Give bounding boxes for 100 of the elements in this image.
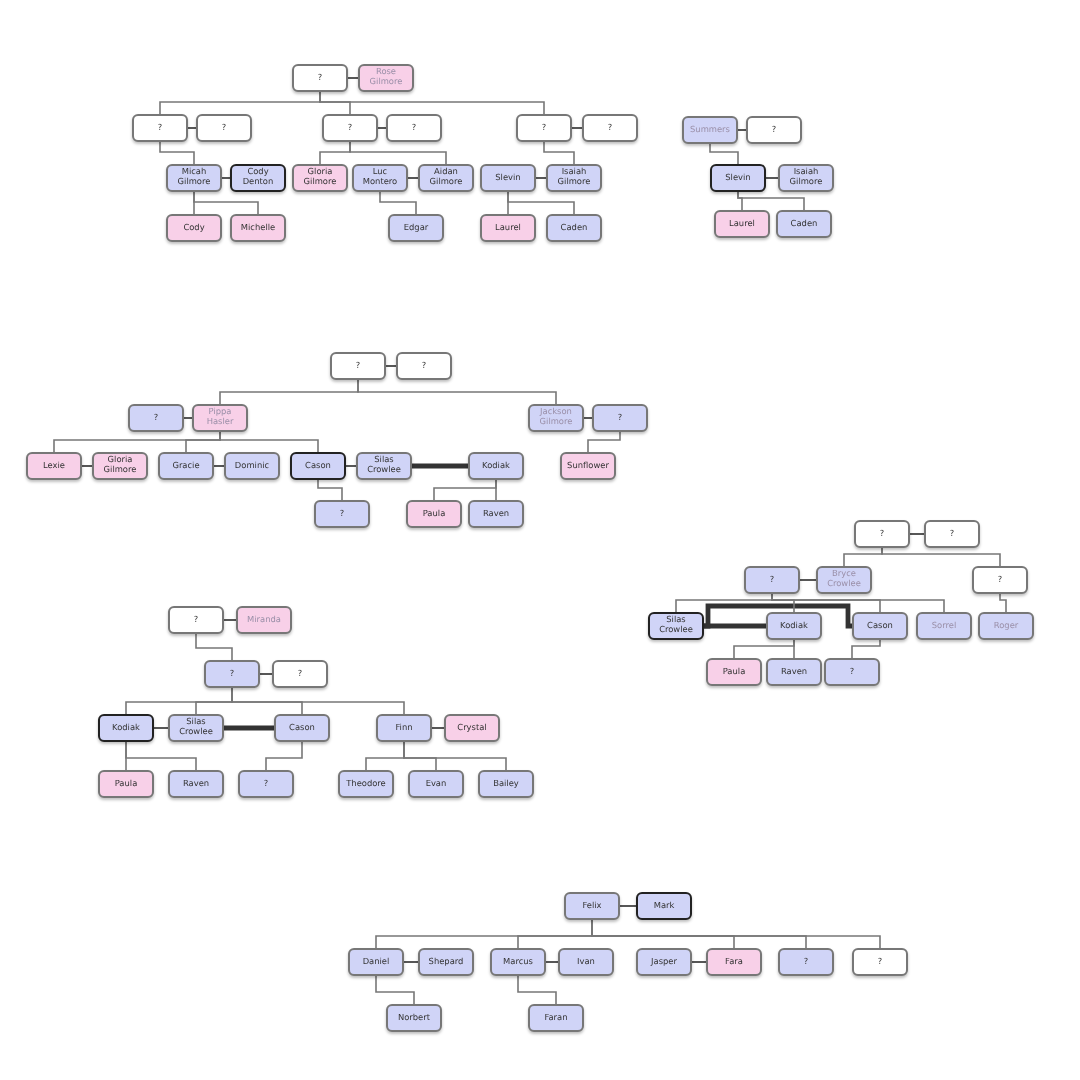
descent-line [213, 465, 225, 467]
descent-line [349, 141, 447, 165]
descent-line [407, 177, 419, 179]
person-box [158, 452, 214, 480]
person-box [706, 658, 762, 686]
person-box [292, 164, 348, 192]
person-box [168, 606, 224, 634]
person-box [710, 164, 766, 192]
person-box [766, 658, 822, 686]
descent-line [999, 593, 1007, 613]
person-box [778, 164, 834, 192]
person-box [468, 452, 524, 480]
person-box [558, 948, 614, 976]
person-box [816, 566, 872, 594]
descent-line [771, 593, 945, 613]
person-box [852, 948, 908, 976]
person-box [192, 404, 248, 432]
descent-line [571, 127, 583, 129]
descent-line [193, 191, 259, 215]
person-box [352, 164, 408, 192]
person-box [338, 770, 394, 798]
descent-line [909, 533, 925, 535]
person-box [480, 164, 536, 192]
descent-line [153, 727, 169, 729]
person-box [978, 612, 1034, 640]
partner-connector [224, 725, 274, 731]
person-box [386, 114, 442, 142]
person-box [480, 214, 536, 242]
person-box [418, 948, 474, 976]
person-box [916, 612, 972, 640]
descent-line [375, 975, 415, 1005]
person-box [406, 500, 462, 528]
descent-line [159, 141, 195, 165]
descent-line [709, 143, 739, 165]
descent-line [259, 673, 273, 675]
descent-line [345, 465, 357, 467]
descent-line [619, 905, 637, 907]
person-box [388, 214, 444, 242]
descent-line [799, 579, 817, 581]
person-box [204, 660, 260, 688]
descent-line [881, 547, 1001, 567]
person-box [128, 404, 184, 432]
descent-line [765, 177, 779, 179]
person-box [636, 892, 692, 920]
person-box [528, 1004, 584, 1032]
descent-line [737, 129, 747, 131]
person-box [330, 352, 386, 380]
descent-line [545, 961, 559, 963]
person-box [852, 612, 908, 640]
descent-line [591, 919, 881, 949]
person-box [238, 770, 294, 798]
descent-line [377, 127, 387, 129]
person-box [386, 1004, 442, 1032]
descent-line [431, 727, 445, 729]
person-box [98, 714, 154, 742]
person-box [560, 452, 616, 480]
descent-line [231, 687, 405, 715]
partner-connector [704, 603, 852, 629]
descent-line [183, 417, 193, 419]
descent-line [125, 741, 197, 771]
descent-line [347, 77, 359, 79]
person-box [92, 452, 148, 480]
person-box [546, 214, 602, 242]
person-box [706, 948, 762, 976]
person-box [274, 714, 330, 742]
person-box [26, 452, 82, 480]
person-box [924, 520, 980, 548]
descent-line [587, 431, 621, 453]
person-box [418, 164, 474, 192]
person-box [272, 660, 328, 688]
person-box [230, 164, 286, 192]
descent-line [317, 479, 343, 501]
descent-line [81, 465, 93, 467]
person-box [648, 612, 704, 640]
person-box [972, 566, 1028, 594]
descent-line [675, 593, 773, 613]
descent-line [535, 177, 547, 179]
person-box [714, 210, 770, 238]
person-box [564, 892, 620, 920]
descent-line [221, 177, 231, 179]
descent-line [187, 127, 197, 129]
person-box [168, 714, 224, 742]
person-box [376, 714, 432, 742]
person-box [746, 116, 802, 144]
person-box [636, 948, 692, 976]
person-box [490, 948, 546, 976]
person-box [468, 500, 524, 528]
person-box [196, 114, 252, 142]
person-box [396, 352, 452, 380]
descent-line [265, 741, 303, 771]
descent-line [691, 961, 707, 963]
person-box [292, 64, 348, 92]
descent-line [195, 633, 233, 661]
person-box [582, 114, 638, 142]
person-box [230, 214, 286, 242]
person-box [348, 948, 404, 976]
descent-line [851, 639, 881, 659]
descent-line [495, 479, 497, 501]
person-box [322, 114, 378, 142]
person-box [824, 658, 880, 686]
